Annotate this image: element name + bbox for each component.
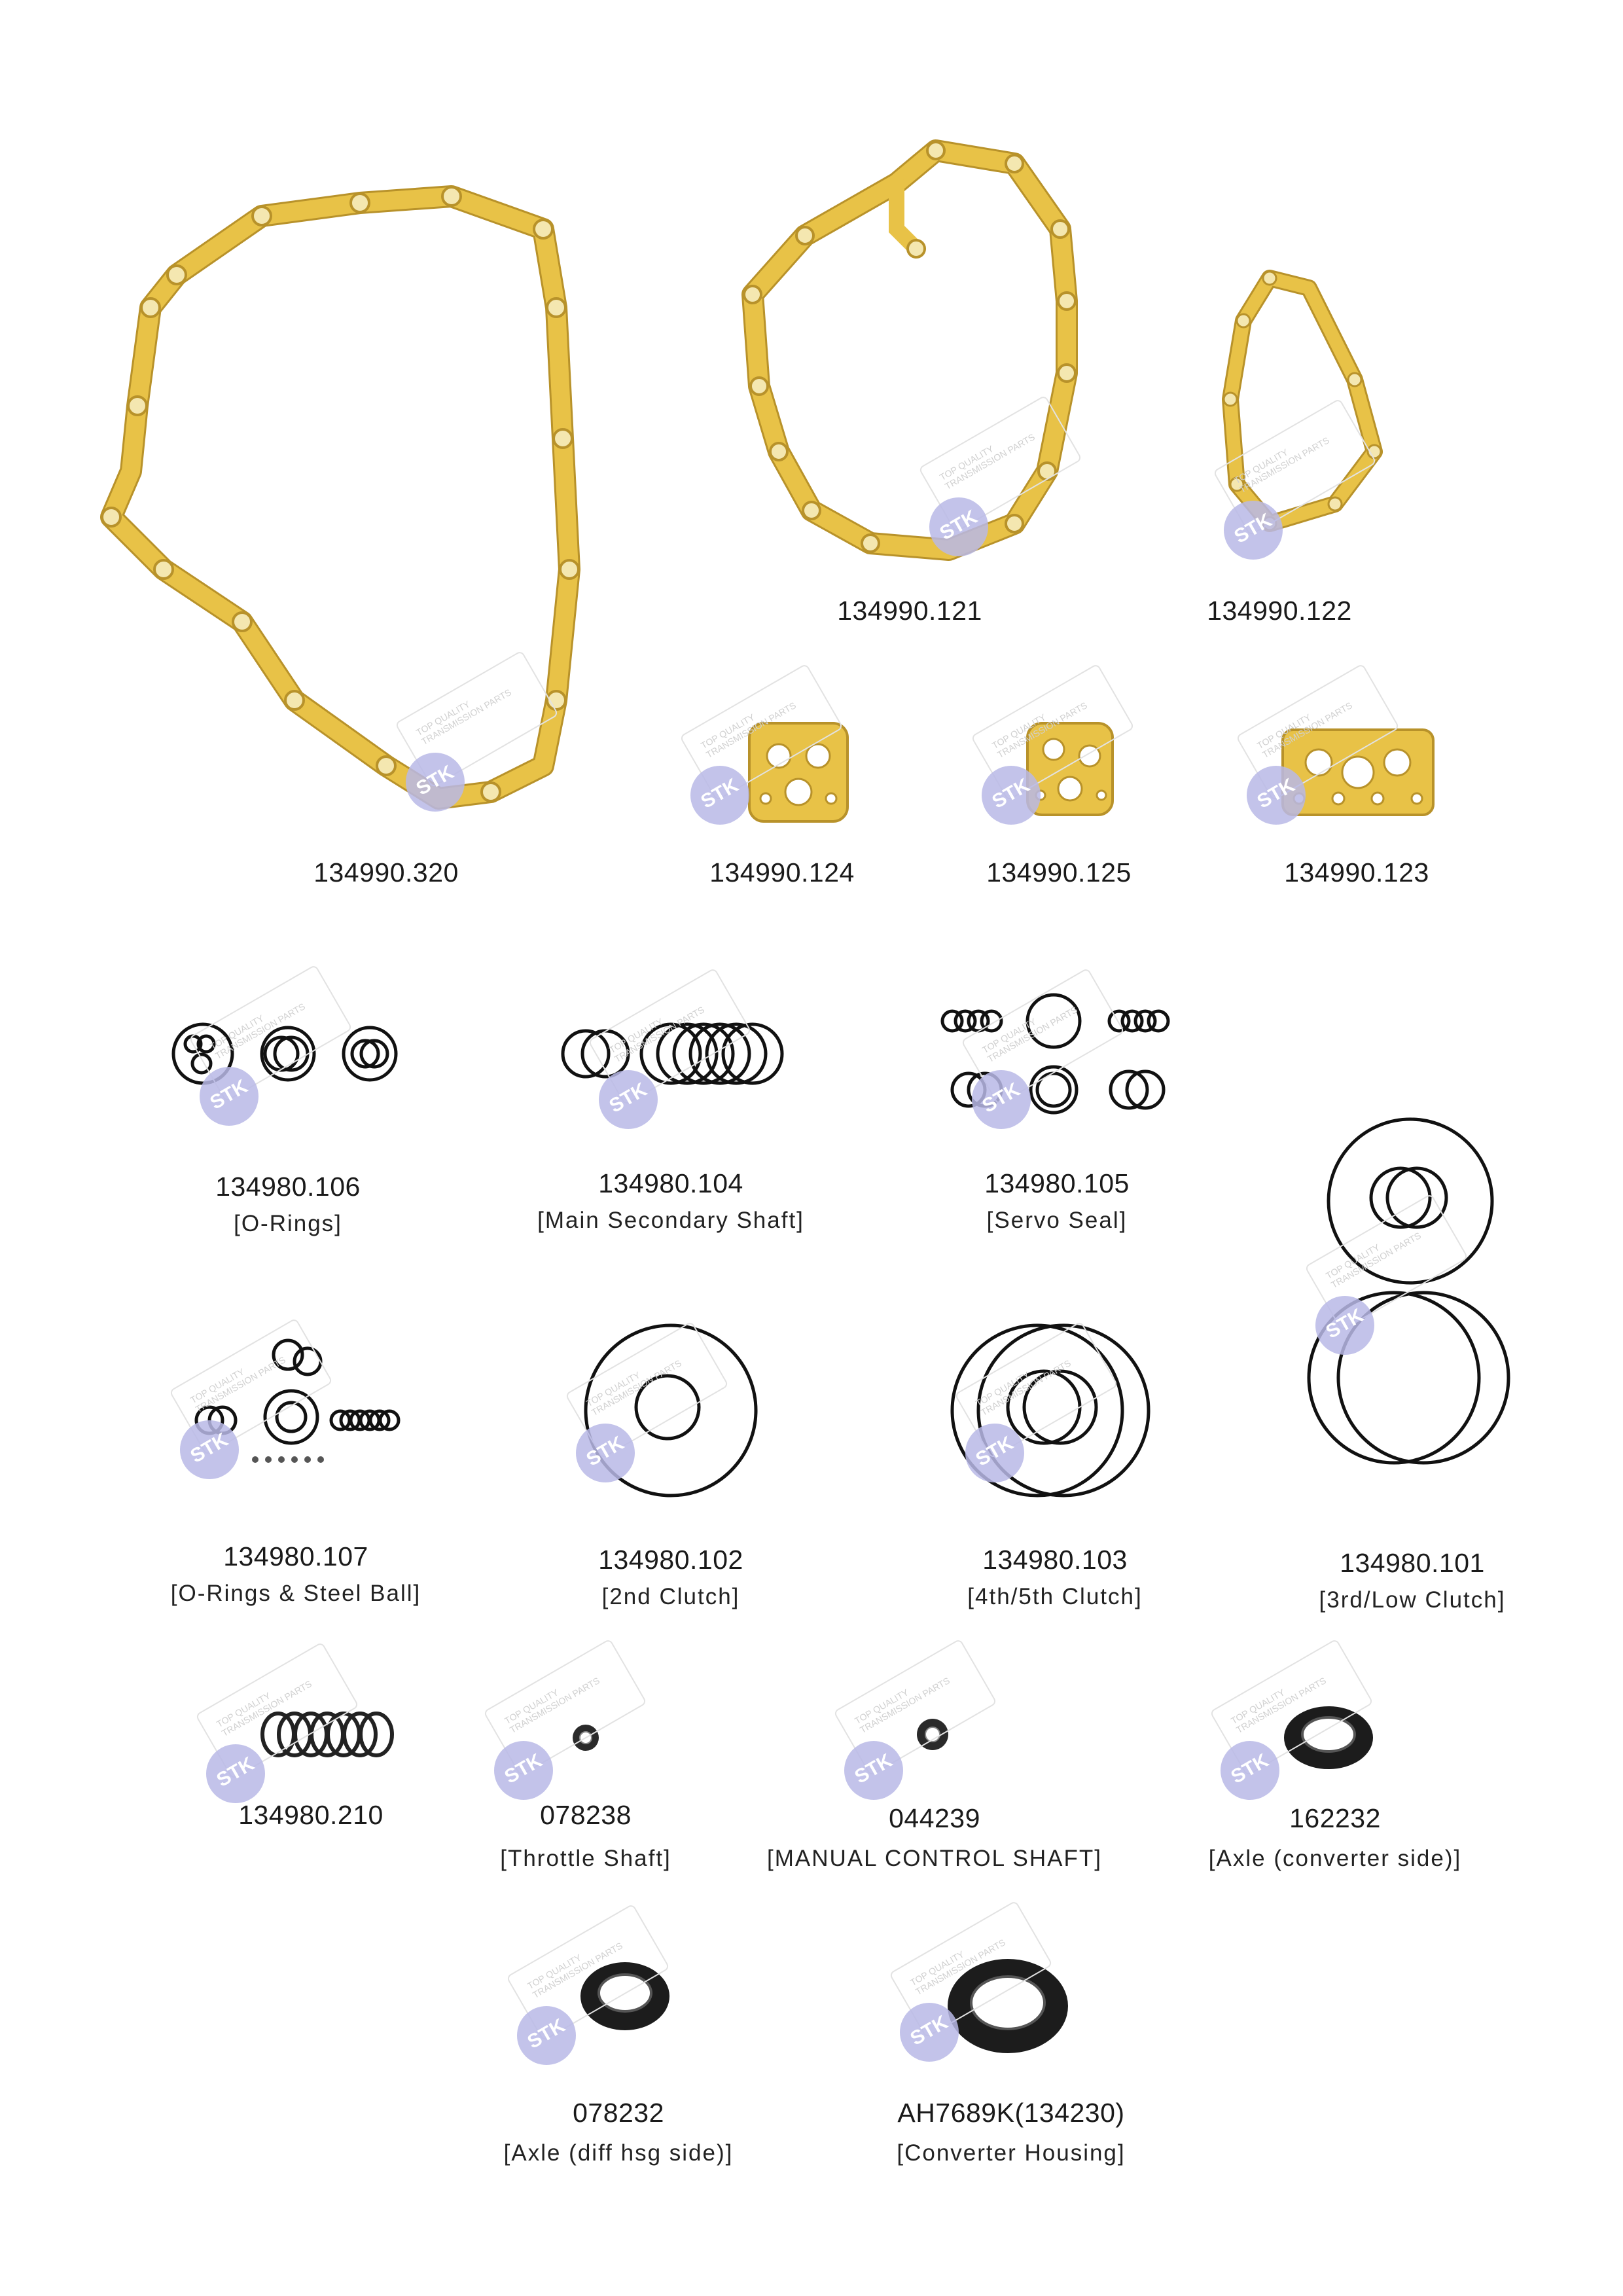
part-code: 078238 — [540, 1800, 632, 1830]
stk-logo-icon — [982, 766, 1041, 825]
part-code: 134980.210 — [238, 1800, 383, 1830]
part-code: 134990.122 — [1207, 596, 1352, 626]
part-code: 044239 — [889, 1803, 980, 1833]
stk-logo-icon — [965, 1424, 1024, 1482]
part-code: 134980.106 — [215, 1172, 361, 1202]
stk-logo-icon — [1224, 501, 1283, 560]
part-code: 134990.125 — [986, 857, 1132, 888]
part-description: [Axle (diff hsg side)] — [503, 2140, 734, 2166]
stk-logo-icon — [1315, 1296, 1374, 1355]
part-description: [Converter Housing] — [897, 2140, 1126, 2166]
part-code: 134980.107 — [223, 1541, 368, 1571]
oil-seal-icon — [1284, 1706, 1373, 1769]
stk-logo-icon — [1221, 1741, 1279, 1800]
o-ring-set-icon — [940, 993, 1170, 1115]
o-ring-set-icon — [950, 1323, 1150, 1498]
part-code: 162232 — [1289, 1803, 1381, 1833]
oil-seal-icon — [917, 1719, 948, 1750]
o-ring-set-icon — [171, 1022, 398, 1085]
stk-logo-icon — [972, 1070, 1031, 1129]
stk-logo-icon — [599, 1070, 658, 1129]
o-ring-set-icon — [1307, 1117, 1510, 1465]
stk-logo-icon — [406, 753, 465, 812]
stk-logo-icon — [844, 1741, 903, 1800]
part-code: 134990.123 — [1284, 857, 1429, 888]
part-description: [4th/5th Clutch] — [967, 1584, 1143, 1609]
stk-logo-icon — [929, 497, 988, 556]
stk-logo-icon — [690, 766, 749, 825]
part-code: AH7689K(134230) — [897, 2098, 1125, 2128]
part-code: 078232 — [573, 2098, 664, 2128]
part-code: 134990.121 — [837, 596, 982, 626]
seal-ring-set-icon — [260, 1712, 394, 1757]
oil-seal-icon — [948, 1959, 1068, 2053]
part-code: 134990.124 — [709, 857, 855, 888]
part-description: [MANUAL CONTROL SHAFT] — [766, 1846, 1103, 1871]
stk-logo-icon — [180, 1420, 239, 1479]
part-code: 134980.104 — [598, 1168, 743, 1198]
part-code: 134980.102 — [598, 1545, 743, 1575]
gasket-plate-icon — [1281, 728, 1435, 816]
part-code: 134980.101 — [1340, 1548, 1485, 1578]
oil-seal-icon — [573, 1725, 599, 1751]
part-code: 134980.103 — [982, 1545, 1128, 1575]
part-description: [2nd Clutch] — [601, 1584, 740, 1609]
stk-logo-icon — [494, 1741, 553, 1800]
stk-logo-icon — [1247, 766, 1306, 825]
part-description: [Servo Seal] — [986, 1208, 1128, 1233]
part-description: [Main Secondary Shaft] — [537, 1208, 804, 1233]
part-description: [O-Rings] — [234, 1211, 342, 1236]
stk-logo-icon — [517, 2006, 576, 2065]
part-code: 134990.320 — [313, 857, 459, 888]
o-ring-set-icon — [584, 1323, 758, 1498]
part-description: [Axle (converter side)] — [1208, 1846, 1462, 1871]
stk-logo-icon — [900, 2003, 959, 2062]
stk-logo-icon — [576, 1424, 635, 1482]
gasket-plate-icon — [1026, 722, 1114, 816]
part-description: [Throttle Shaft] — [500, 1846, 671, 1871]
gasket-plate-icon — [748, 722, 849, 823]
gasket-case-icon — [741, 139, 1078, 561]
gasket-cover-icon — [100, 185, 580, 810]
stk-logo-icon — [200, 1067, 259, 1126]
part-description: [O-Rings & Steel Ball] — [170, 1581, 421, 1606]
part-description: [3rd/Low Clutch] — [1319, 1587, 1506, 1613]
oil-seal-icon — [580, 1962, 669, 2030]
o-ring-set-icon — [561, 1022, 784, 1085]
part-code: 134980.105 — [984, 1168, 1130, 1198]
stk-logo-icon — [206, 1744, 265, 1803]
